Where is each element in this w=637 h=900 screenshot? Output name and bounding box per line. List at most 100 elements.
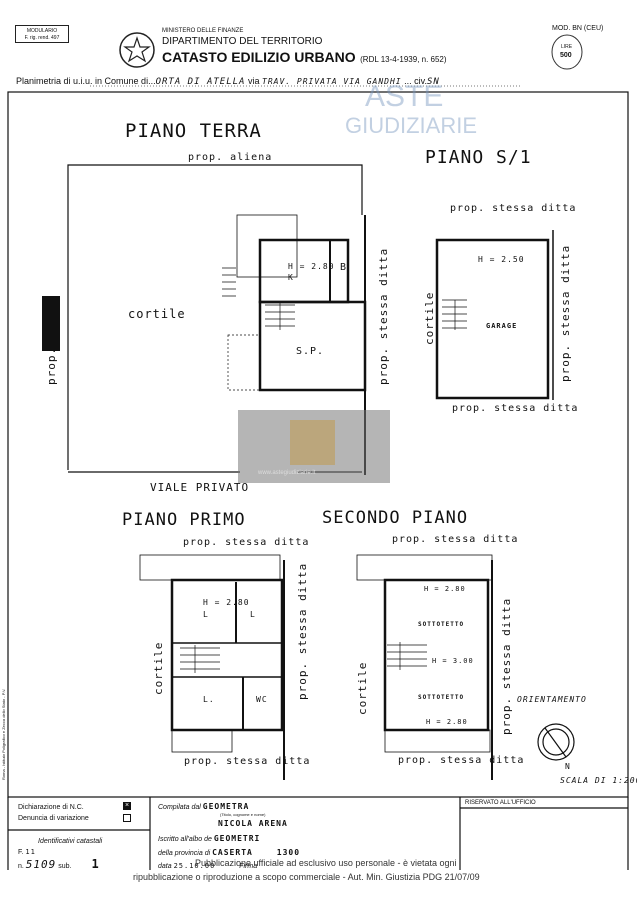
f-value: 11 — [25, 848, 36, 856]
sub-value: 1 — [91, 857, 100, 871]
north-label: N — [565, 762, 571, 771]
via-label: via — [247, 76, 260, 86]
provincia: della provincia di CASERTA 1300 — [158, 848, 300, 857]
particella: n. 5109 sub. 1 — [18, 857, 100, 871]
dichiarazione-checkbox[interactable]: × — [123, 802, 131, 810]
s1-height: H = 2.50 — [478, 255, 525, 264]
registration-number: 1300 — [276, 848, 301, 857]
denuncia-label: Denuncia di variazione — [18, 815, 89, 822]
primo-height: H = 2.80 — [203, 598, 250, 607]
compilata-label: Compilata dal — [158, 804, 201, 811]
secondo-height-top: H = 2.80 — [424, 585, 466, 593]
n-label: n. — [18, 863, 24, 870]
scale-label: SCALA DI 1:200 — [560, 776, 637, 785]
s1-bottom-label: prop. stessa ditta — [452, 403, 579, 414]
terra-height: H = 2.80 — [288, 262, 335, 271]
dichiarazione-label: Dichiarazione di N.C. — [18, 804, 84, 811]
identificativi-label: Identificativi catastali — [38, 838, 103, 845]
watermark-aste: ASTE — [365, 80, 444, 113]
albo: Iscritto all'albo de GEOMETRI — [158, 834, 260, 843]
secondo-room2: SOTTOTETTO — [418, 694, 465, 701]
s1-right-label: prop. stessa ditta — [559, 244, 572, 382]
primo-title: PIANO PRIMO — [122, 510, 246, 530]
terra-room-sp: S.P. — [296, 346, 325, 357]
disclaimer-line2: ripubblicazione o riproduzione a scopo c… — [133, 872, 480, 882]
civ-label: civ. — [414, 76, 427, 86]
terra-title: PIANO TERRA — [125, 120, 262, 142]
via-value: TRAV. PRIVATA VIA GANDHI — [262, 77, 402, 86]
watermark-giudiziarie: GIUDIZIARIE — [345, 113, 478, 138]
model-code: MOD. BN (CEU) — [552, 25, 604, 32]
stamp-currency: LIRE — [561, 44, 573, 50]
provincia-value: CASERTA — [212, 848, 253, 857]
department: DIPARTIMENTO DEL TERRITORIO — [162, 36, 323, 47]
compass-icon — [537, 723, 575, 761]
secondo-height-mid: H = 3.00 — [432, 657, 474, 665]
planimetry-line: Planimetria di u.i.u. in Comune di...ORT… — [16, 76, 440, 87]
primo-room-l2: L — [250, 610, 256, 619]
terra-right-label: prop. stessa ditta — [377, 247, 390, 385]
surveyor-name: NICOLA ARENA — [218, 819, 288, 828]
albo-value: GEOMETRI — [213, 834, 261, 843]
terra-bottom-label: VIALE PRIVATO — [150, 481, 250, 494]
redaction-box — [42, 296, 60, 351]
ministry: MINISTERO DELLE FINANZE — [162, 28, 244, 34]
emblem-icon — [119, 32, 155, 68]
firma-label: Firma — [239, 863, 258, 870]
modulario-sub: F. rig. rend. 497 — [24, 35, 60, 41]
primo-top-label: prop. stessa ditta — [183, 537, 310, 548]
primo-right-label: prop. stessa ditta — [296, 562, 309, 700]
compilata-value: GEOMETRA — [202, 802, 250, 811]
secondo-title: SECONDO PIANO — [322, 508, 469, 528]
data-label: data — [158, 863, 172, 870]
planimetry-label: Planimetria di u.i.u. in Comune di — [16, 76, 149, 86]
titolo-hint: (Titolo, cognome e nome) — [220, 812, 266, 817]
civ-value: SN — [426, 77, 440, 87]
secondo-building — [383, 578, 490, 732]
data-firma: data 25.10.00 Firma — [158, 862, 257, 870]
terra-building-main — [258, 300, 367, 392]
albo-label: Iscritto all'albo de — [158, 836, 212, 843]
terra-left-label: prop. — [45, 346, 58, 385]
primo-room-l1: L — [203, 610, 209, 619]
terra-yard: cortile — [128, 307, 186, 321]
secondo-bottom-label: prop. stessa ditta — [398, 755, 525, 766]
s1-room: GARAGE — [486, 322, 518, 330]
terra-lot — [67, 164, 363, 470]
stamp-value: 500 — [560, 52, 572, 59]
document-title: CATASTO EDILIZIO URBANO (RDL 13-4-1939, … — [162, 49, 447, 67]
provincia-label: della provincia di — [158, 850, 211, 857]
terra-room-k: K — [288, 273, 294, 282]
side-note: Roma - Istituto Poligrafico e Zecca dell… — [1, 688, 6, 780]
f-label: F. — [18, 849, 24, 856]
primo-left-label: cortile — [152, 641, 165, 695]
sub-label: sub. — [58, 863, 72, 870]
orientation-label: ORIENTAMENTO — [517, 695, 587, 704]
title-text: CATASTO EDILIZIO URBANO — [162, 49, 356, 65]
secondo-right-label: prop. stessa ditta — [500, 597, 513, 735]
compilata: Compilata dal GEOMETRA — [158, 802, 249, 811]
s1-top-label: prop. stessa ditta — [450, 203, 577, 214]
comune-value: ORTA DI ATELLA — [155, 77, 246, 87]
secondo-room1: SOTTOTETTO — [418, 621, 465, 628]
denuncia-checkbox[interactable] — [123, 814, 131, 822]
n-value: 5109 — [25, 858, 57, 871]
terra-room-b: B — [340, 262, 348, 273]
modulario-box: MODULARIO F. rig. rend. 497 — [15, 25, 69, 43]
secondo-height-bottom: H = 2.80 — [426, 718, 468, 726]
s1-building — [435, 238, 550, 400]
secondo-left-label: cortile — [356, 661, 369, 715]
terra-building-upper — [258, 238, 350, 304]
primo-room-l3: L. — [203, 695, 215, 704]
data-value: 25.10.00 — [173, 862, 216, 870]
secondo-top-label: prop. stessa ditta — [392, 534, 519, 545]
plan-frame — [7, 91, 629, 798]
s1-left-label: cortile — [423, 291, 436, 345]
foglio: F. 11 — [18, 848, 36, 856]
stamp-circle — [551, 34, 583, 70]
s1-title: PIANO S/1 — [425, 147, 532, 168]
riservato-label: RISERVATO ALL'UFFICIO — [465, 800, 536, 806]
disclaimer-line1: Pubblicazione ufficiale ad esclusivo uso… — [195, 858, 457, 868]
watermark-site: www.astegiudiziarie.it — [258, 470, 316, 476]
